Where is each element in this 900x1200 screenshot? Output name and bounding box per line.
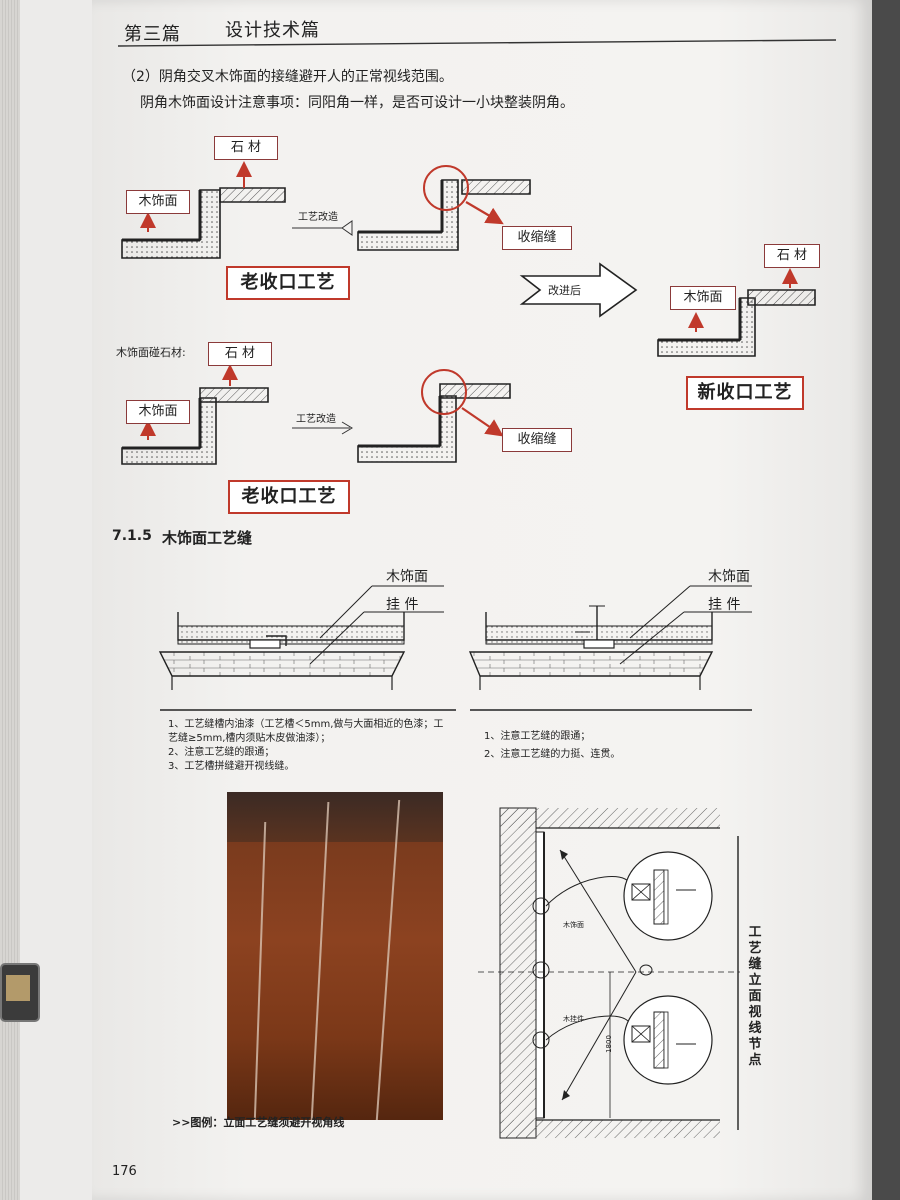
new-wood-label: 木饰面 bbox=[670, 286, 736, 310]
left-note-1: 1、工艺缝槽内油漆（工艺槽＜5mm,做与大面相近的色漆；工 bbox=[168, 719, 444, 730]
left-hanger-label: 挂 件 bbox=[386, 597, 419, 613]
fig2-shrink-label: 收缩缝 bbox=[502, 428, 572, 452]
right-hanger-label: 挂 件 bbox=[708, 597, 741, 613]
fig1-mid-profile bbox=[357, 165, 531, 251]
book-page-edges bbox=[0, 0, 20, 1200]
photo-caption: >>图例：立面工艺缝须避开视角线 bbox=[172, 1116, 345, 1129]
fig2-old-process-label: 老收口工艺 bbox=[228, 480, 350, 514]
clip-label bbox=[6, 975, 30, 1001]
elevation-wood-label: 木饰面 bbox=[563, 921, 584, 929]
binder-clip bbox=[0, 963, 40, 1022]
left-wood-label: 木饰面 bbox=[386, 569, 428, 585]
chapter-title: 第三篇 bbox=[124, 24, 181, 45]
section-number: 7.1.5 bbox=[112, 528, 152, 544]
new-stone-label: 石 材 bbox=[764, 244, 820, 268]
corner-detail-drawings bbox=[121, 161, 816, 465]
fig2-note: 木饰面碰石材: bbox=[116, 346, 186, 359]
elevation-vertical-title: 工艺缝立面视线节点 bbox=[748, 925, 762, 1068]
left-note-1b: 艺缝≥5mm,槽内须贴木皮做油漆）； bbox=[168, 733, 331, 744]
fig2-process-arrow bbox=[292, 421, 353, 435]
wood-panel-photo bbox=[227, 792, 443, 1120]
right-note-2: 2、注意工艺缝的力挺、连贯。 bbox=[484, 749, 621, 760]
fig2-old-profile bbox=[121, 364, 269, 465]
new-process-label: 新收口工艺 bbox=[686, 376, 804, 410]
fig1-old-process-label: 老收口工艺 bbox=[226, 266, 350, 300]
fig2-mid-profile bbox=[357, 369, 511, 463]
fig1-wood-label: 木饰面 bbox=[126, 190, 190, 214]
section-heading: 木饰面工艺缝 bbox=[162, 529, 253, 547]
fig2-stone-label: 石 材 bbox=[208, 342, 272, 366]
fig2-wood-label: 木饰面 bbox=[126, 400, 190, 424]
elevation-hanger-label: 木挂件 bbox=[563, 1015, 584, 1023]
fig1-shrink-label: 收缩缝 bbox=[502, 226, 572, 250]
right-wood-label: 木饰面 bbox=[708, 569, 750, 585]
fig1-process-arrow bbox=[292, 220, 353, 236]
page-number: 176 bbox=[112, 1164, 137, 1179]
intro-line-2: 阴角木饰面设计注意事项：同阳角一样，是否可设计一小块整装阴角。 bbox=[140, 95, 574, 111]
fig1-stone-label: 石 材 bbox=[214, 136, 278, 160]
elevation-dimension: 1800 bbox=[604, 1035, 613, 1053]
left-notes: 1、工艺缝槽内油漆（工艺槽＜5mm,做与大面相近的色漆；工 艺缝≥5mm,槽内须… bbox=[168, 718, 443, 774]
joint-detail-drawings bbox=[158, 585, 752, 711]
header-rule bbox=[117, 39, 837, 47]
right-note-1: 1、注意工艺缝的跟通； bbox=[484, 731, 591, 742]
left-note-2: 2、注意工艺缝的跟通； bbox=[168, 747, 275, 758]
right-notes: 1、注意工艺缝的跟通； 2、注意工艺缝的力挺、连贯。 bbox=[484, 728, 620, 764]
intro-line-1: （2）阴角交叉木饰面的接缝避开人的正常视线范围。 bbox=[122, 69, 453, 85]
right-joint-detail bbox=[468, 585, 752, 690]
left-note-3: 3、工艺槽拼缝避开视线缝。 bbox=[168, 761, 295, 772]
left-joint-detail bbox=[158, 585, 444, 690]
improve-arrow-text: 改进后 bbox=[548, 284, 581, 297]
fig1-old-profile bbox=[121, 161, 286, 259]
section-title: 设计技术篇 bbox=[225, 20, 320, 41]
fig1-new-profile bbox=[657, 268, 816, 357]
fig1-process-text: 工艺改造 bbox=[298, 212, 338, 223]
book-background bbox=[872, 0, 900, 1200]
fig2-process-text: 工艺改造 bbox=[296, 414, 336, 425]
improve-arrow bbox=[519, 262, 638, 318]
